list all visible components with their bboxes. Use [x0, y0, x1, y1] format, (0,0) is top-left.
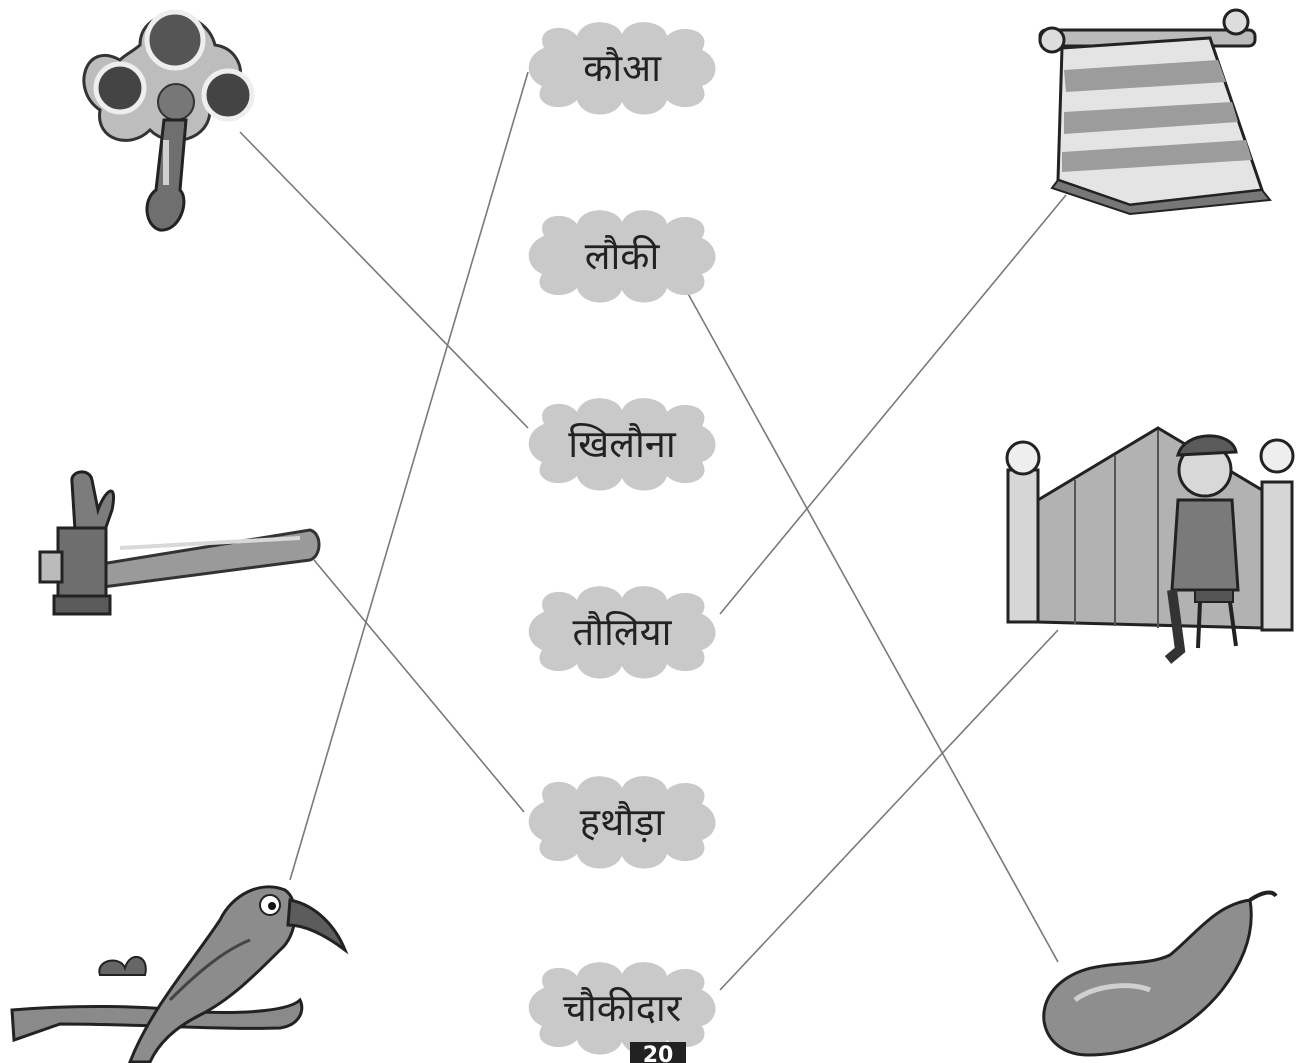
word-label: तौलिया	[573, 610, 673, 654]
watchman-at-gate-icon[interactable]	[1005, 426, 1295, 664]
word-cloud-4[interactable]: तौलिया	[528, 586, 716, 679]
word-label: हथौड़ा	[580, 800, 666, 844]
word-cloud-1[interactable]: कौआ	[528, 22, 716, 115]
bottle-gourd-icon[interactable]	[1042, 890, 1278, 1057]
word-label: चौकीदार	[563, 986, 683, 1030]
page-number: 20	[643, 1043, 674, 1063]
rattle-toy-icon[interactable]	[82, 9, 255, 232]
line-towel-to-tauliya	[719, 194, 1067, 615]
page-number-badge: 20	[630, 1042, 686, 1063]
word-cloud-5[interactable]: हथौड़ा	[528, 776, 716, 869]
connector-lines	[239, 71, 1067, 991]
word-cloud-2[interactable]: लौकी	[528, 210, 716, 303]
line-gourd-to-lauki	[685, 289, 1059, 963]
word-label: लौकी	[585, 234, 661, 278]
line-crow-to-kauaa	[289, 71, 529, 881]
word-label: खिलौना	[568, 422, 677, 466]
line-watchman-to-chaukidar	[719, 629, 1059, 991]
word-cloud-6[interactable]: चौकीदार	[528, 962, 716, 1055]
line-hammer-to-hathauda	[313, 559, 525, 813]
hammer-icon[interactable]	[38, 470, 321, 616]
word-label: कौआ	[583, 46, 662, 90]
word-cloud-3[interactable]: खिलौना	[528, 398, 716, 491]
crow-on-branch-icon[interactable]	[10, 885, 349, 1063]
towel-on-rod-icon[interactable]	[1038, 8, 1272, 216]
line-rattle-to-khilauna	[239, 131, 529, 429]
